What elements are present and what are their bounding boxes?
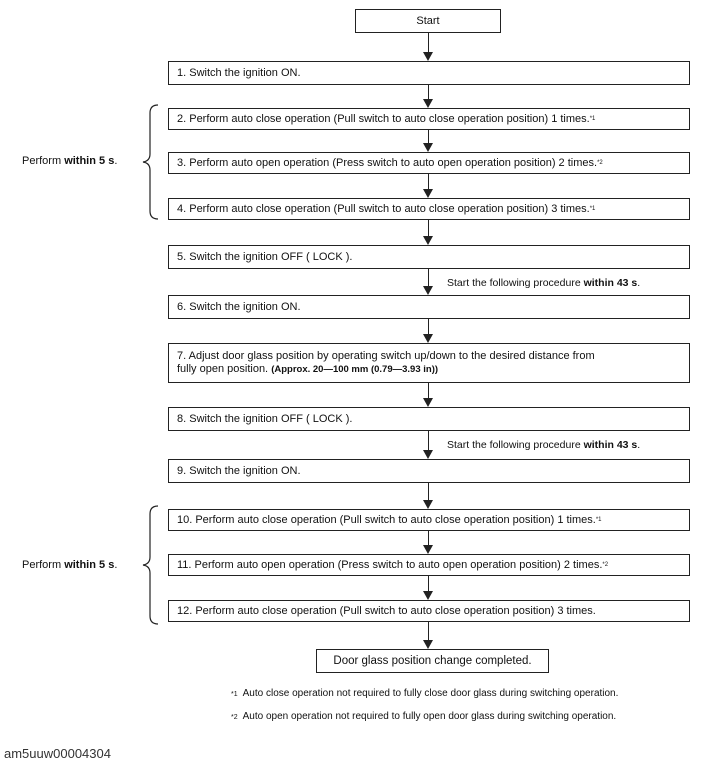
step-7-line-2-text: fully open position. [177,362,269,375]
timing-note-bold: within 43 s [583,439,638,451]
step-1-box: 1. Switch the ignition ON. [168,61,690,85]
timing-note-suffix: . [637,439,641,451]
end-label: Door glass position change completed. [333,654,532,667]
group-label-bold: within 5 s [64,155,115,167]
footnote-1-text: Auto close operation not required to ful… [242,688,619,699]
timing-note-after-step-5: Start the following procedure within 43 … [447,277,640,289]
step-5-text: 5. Switch the ignition OFF ( LOCK ). [177,250,353,263]
start-box: Start [355,9,501,33]
group-label-top: Perform within 5 s. [22,155,117,167]
group-label-bottom: Perform within 5 s. [22,559,117,571]
step-7-line-1: 7. Adjust door glass position by operati… [177,349,595,362]
start-label: Start [416,14,440,27]
footnote-1-mark: *1 [231,691,238,698]
group-label-suffix: . [114,155,118,167]
timing-note-prefix: Start the following procedure [447,277,581,289]
timing-note-prefix: Start the following procedure [447,439,581,451]
group-bracket-top [142,104,159,220]
group-bracket-bottom [142,505,159,625]
group-label-suffix: . [114,559,118,571]
step-11-text: 11. Perform auto open operation (Press s… [177,558,603,571]
step-4-text: 4. Perform auto close operation (Pull sw… [177,202,590,215]
step-6-box: 6. Switch the ignition ON. [168,295,690,319]
footnote-1: *1 Auto close operation not required to f… [231,688,618,699]
step-9-box: 9. Switch the ignition ON. [168,459,690,483]
step-2-text: 2. Perform auto close operation (Pull sw… [177,112,590,125]
step-3-text: 3. Perform auto open operation (Press sw… [177,156,598,169]
step-4-box: 4. Perform auto close operation (Pull sw… [168,198,690,220]
step-3-box: 3. Perform auto open operation (Press sw… [168,152,690,174]
step-12-box: 12. Perform auto close operation (Pull s… [168,600,690,622]
step-8-text: 8. Switch the ignition OFF ( LOCK ). [177,412,353,425]
step-1-text: 1. Switch the ignition ON. [177,66,301,79]
step-9-text: 9. Switch the ignition ON. [177,464,301,477]
step-10-box: 10. Perform auto close operation (Pull s… [168,509,690,531]
end-box: Door glass position change completed. [316,649,549,673]
timing-note-after-step-8: Start the following procedure within 43 … [447,439,640,451]
step-7-box: 7. Adjust door glass position by operati… [168,343,690,383]
step-10-text: 10. Perform auto close operation (Pull s… [177,513,596,526]
footnote-2-mark: *2 [231,714,238,721]
step-7-approx: (Approx. 20—100 mm (0.79—3.93 in)) [271,363,439,375]
step-5-box: 5. Switch the ignition OFF ( LOCK ). [168,245,690,269]
step-8-box: 8. Switch the ignition OFF ( LOCK ). [168,407,690,431]
step-2-box: 2. Perform auto close operation (Pull sw… [168,108,690,130]
timing-note-suffix: . [637,277,641,289]
group-label-bold: within 5 s [64,559,115,571]
step-11-box: 11. Perform auto open operation (Press s… [168,554,690,576]
footnote-2: *2 Auto open operation not required to fu… [231,711,616,722]
image-caption: am5uuw00004304 [4,746,111,761]
step-7-line-2: fully open position. (Approx. 20—100 mm … [177,363,438,376]
group-label-prefix: Perform [22,155,62,167]
timing-note-bold: within 43 s [583,277,638,289]
footnote-2-text: Auto open operation not required to full… [242,711,617,722]
group-label-prefix: Perform [22,559,62,571]
step-12-text: 12. Perform auto close operation (Pull s… [177,604,596,617]
step-6-text: 6. Switch the ignition ON. [177,300,301,313]
